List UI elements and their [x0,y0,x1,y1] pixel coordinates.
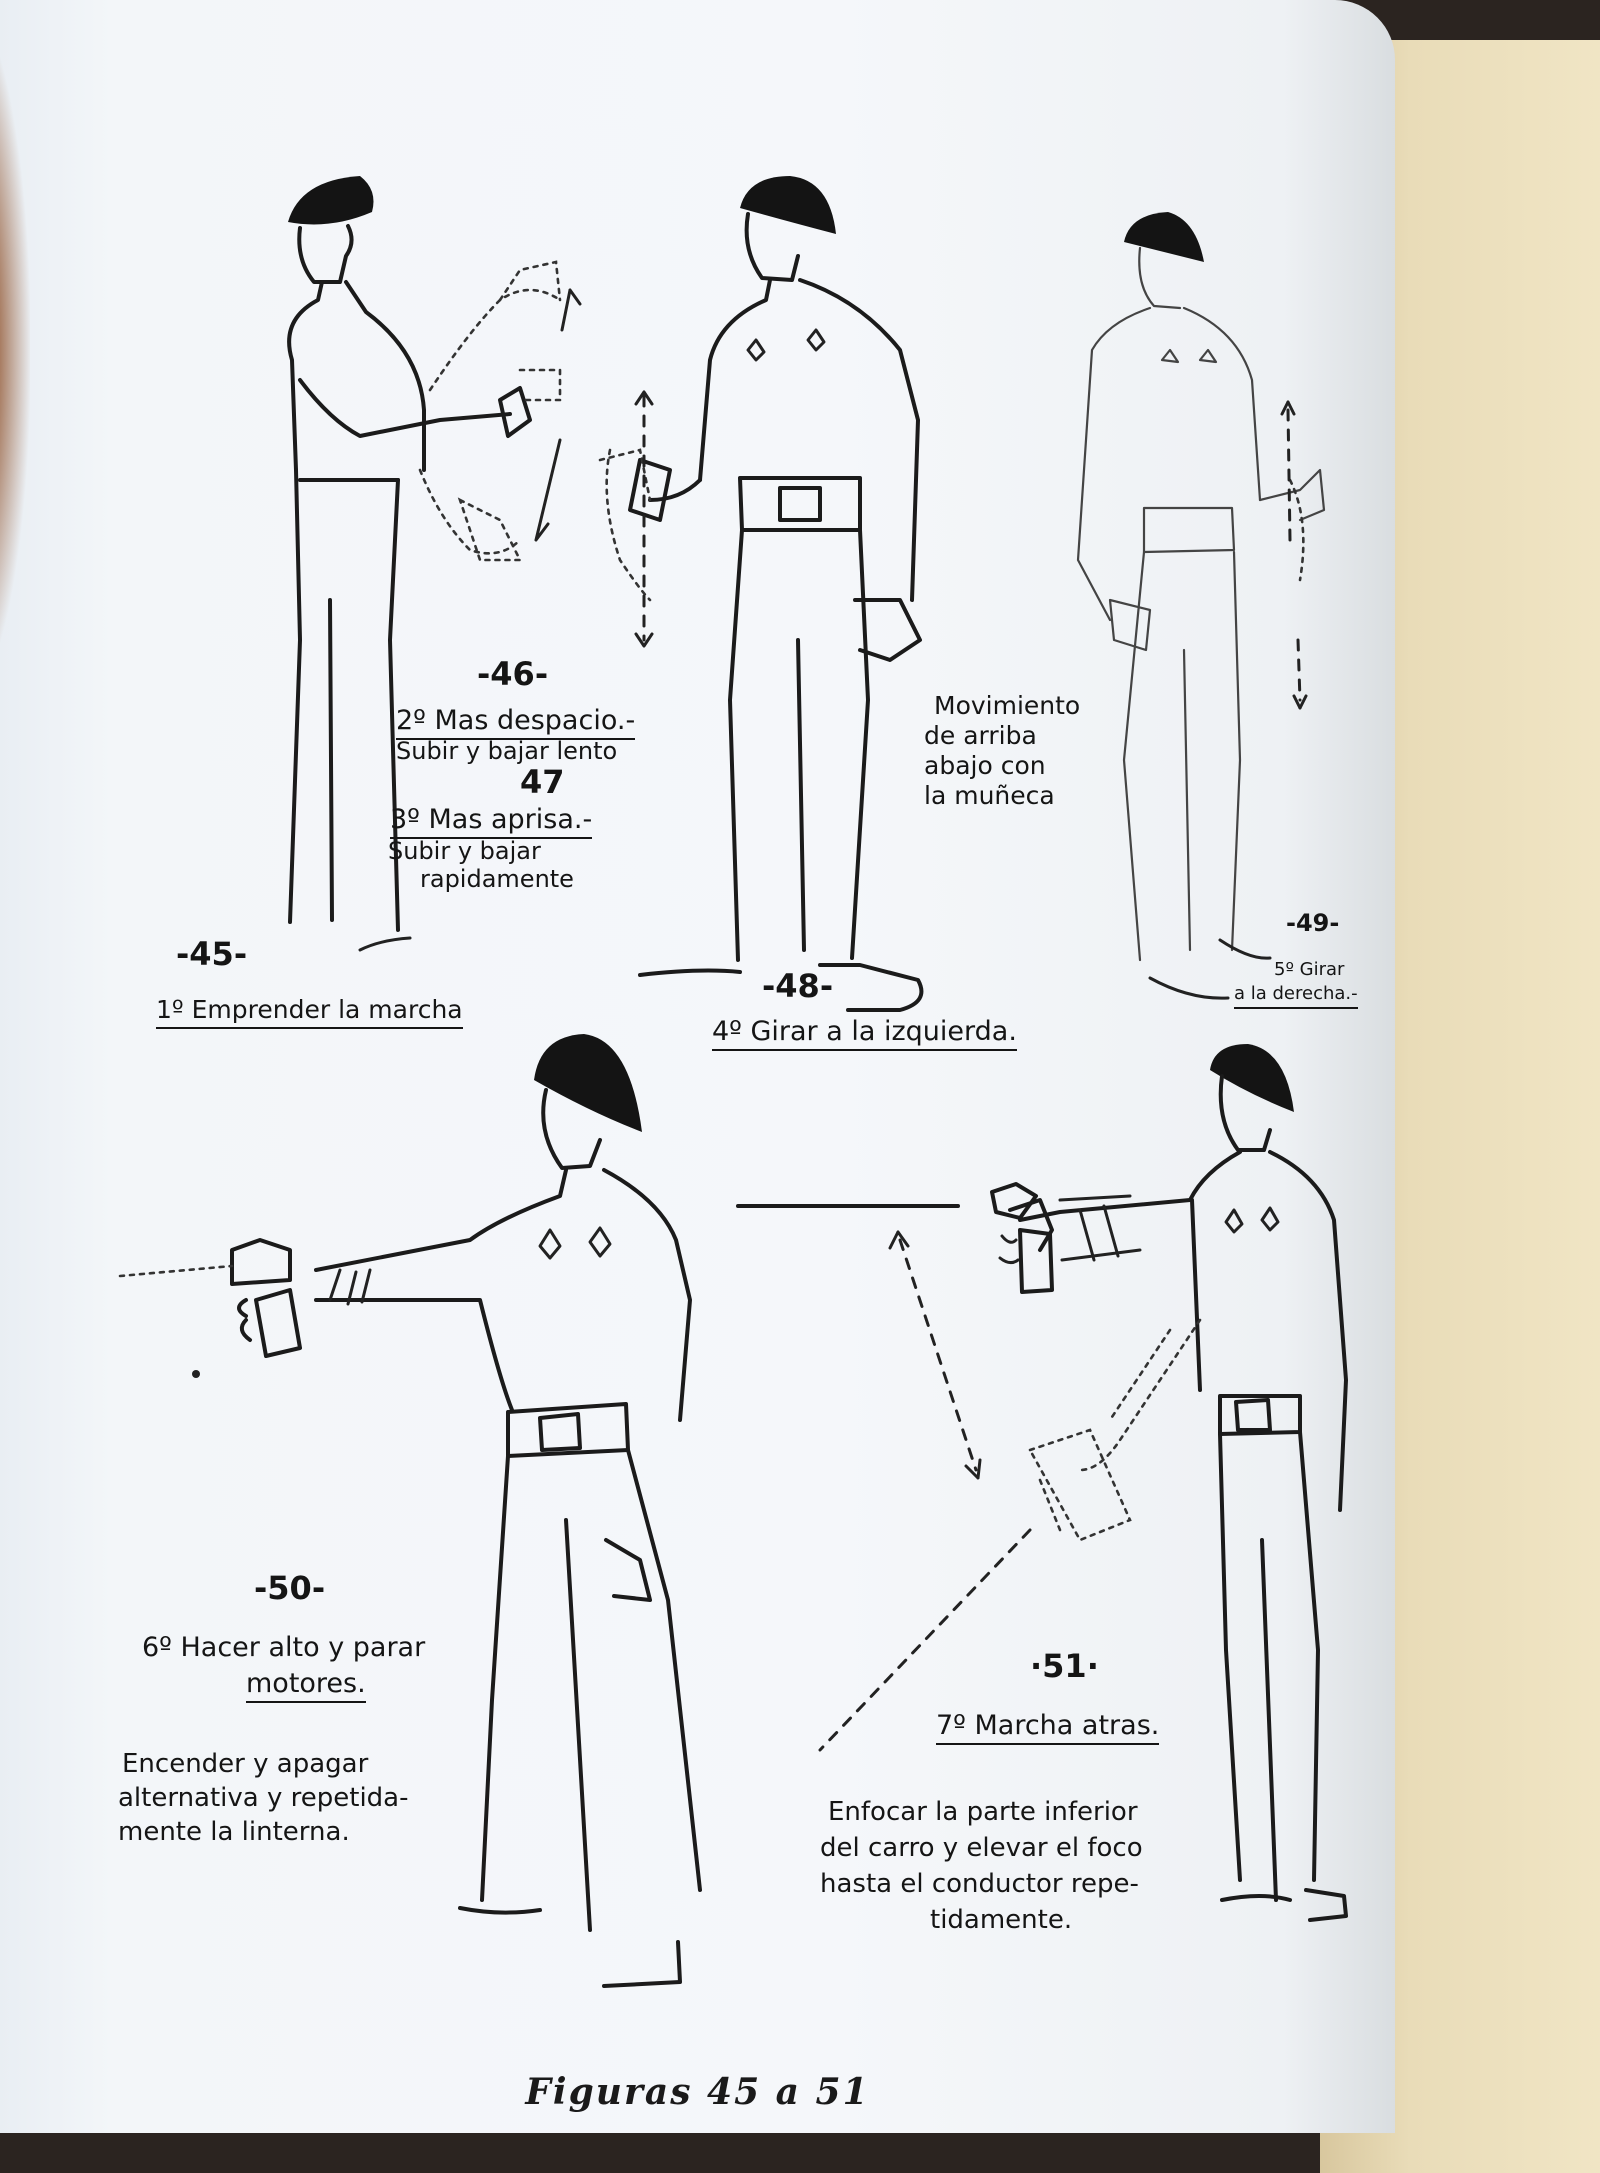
figure-note-48-line1: Movimiento [934,691,1081,720]
figure-note-48-line3: abajo con [924,751,1046,780]
figure-caption-46: 2º Mas despacio.- [396,705,636,741]
soldier-fig-50 [118,1034,702,1988]
book-page: -46- 2º Mas despacio.- Subir y bajar len… [0,0,1395,2133]
figure-note-51-line1: Enfocar la parte inferior [828,1797,1138,1827]
figure-caption-45: 1º Emprender la marcha [156,995,463,1029]
soldier-fig-45 [287,176,582,952]
figure-number-49: -49- [1286,909,1340,937]
figure-caption-49-line2: a la derecha.- [1234,983,1358,1009]
figure-number-46: -46- [477,655,549,693]
page-caption: Figuras 45 a 51 [525,2071,870,2113]
thumb-edge [0,0,30,700]
soldier-fig-49 [1076,212,1326,1000]
figure-note-51-line2: del carro y elevar el foco [820,1833,1143,1863]
figure-number-48: -48- [762,967,834,1005]
figure-number-50: -50- [254,1569,326,1607]
figure-note-48-line4: la muñeca [924,781,1055,810]
figure-note-46: Subir y bajar lento [396,737,618,765]
figure-note-50-line1: Encender y apagar [122,1749,369,1779]
figure-number-47: 47 [520,763,565,801]
figure-caption-48: 4º Girar a la izquierda. [712,1016,1017,1052]
figure-note-48-line2: de arriba [924,721,1037,750]
illustration-figures [118,176,1348,1988]
figure-note-47-line2: rapidamente [420,865,574,893]
figure-note-51-line4: tidamente. [930,1905,1073,1935]
figure-note-51-line3: hasta el conductor repe- [820,1869,1139,1899]
soldier-fig-48 [598,176,924,1012]
figure-note-47-line1: Subir y bajar [388,837,541,865]
figure-note-50-line3: mente la linterna. [118,1817,350,1847]
figure-caption-51: 7º Marcha atras. [936,1710,1160,1746]
figure-caption-49-line1: 5º Girar [1274,959,1345,980]
figure-caption-50-line2: motores. [246,1668,366,1704]
figure-number-45: -45- [176,935,248,973]
figure-note-50-line2: alternativa y repetida- [118,1783,409,1813]
figure-caption-50-line1: 6º Hacer alto y parar [142,1632,426,1663]
figure-caption-47: 3º Mas aprisa.- [390,804,593,840]
figure-number-51: ·51· [1030,1647,1099,1685]
soldier-fig-51 [736,1044,1348,1922]
